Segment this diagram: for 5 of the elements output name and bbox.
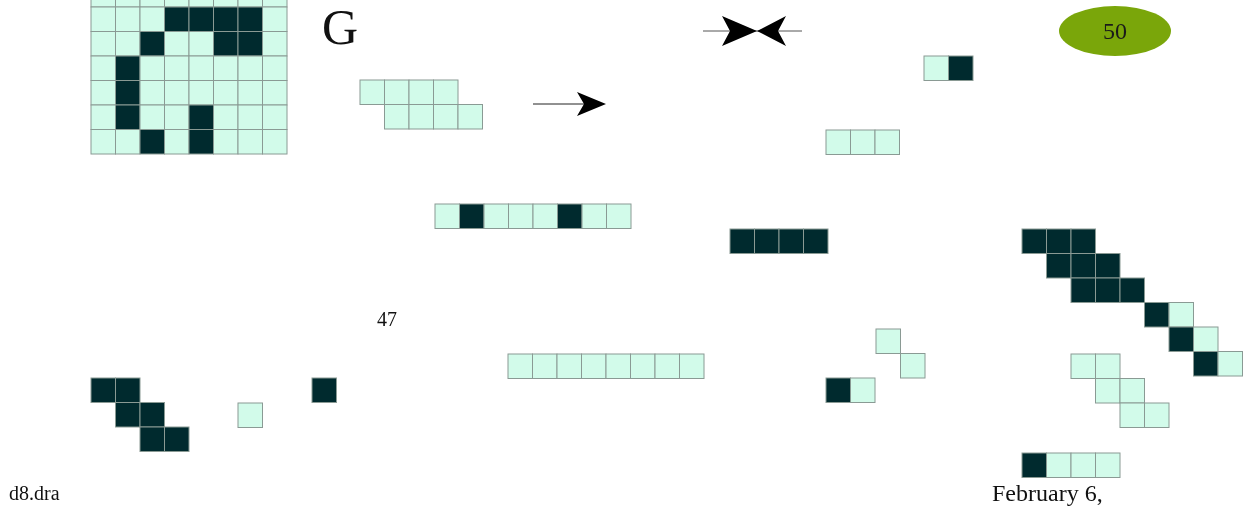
node-number: 50 — [1103, 19, 1127, 43]
number-label: 47 — [377, 309, 397, 329]
file-name: d8.dra — [9, 483, 60, 503]
large-letter: G — [322, 2, 359, 52]
date-text: February 6, — [992, 481, 1103, 505]
